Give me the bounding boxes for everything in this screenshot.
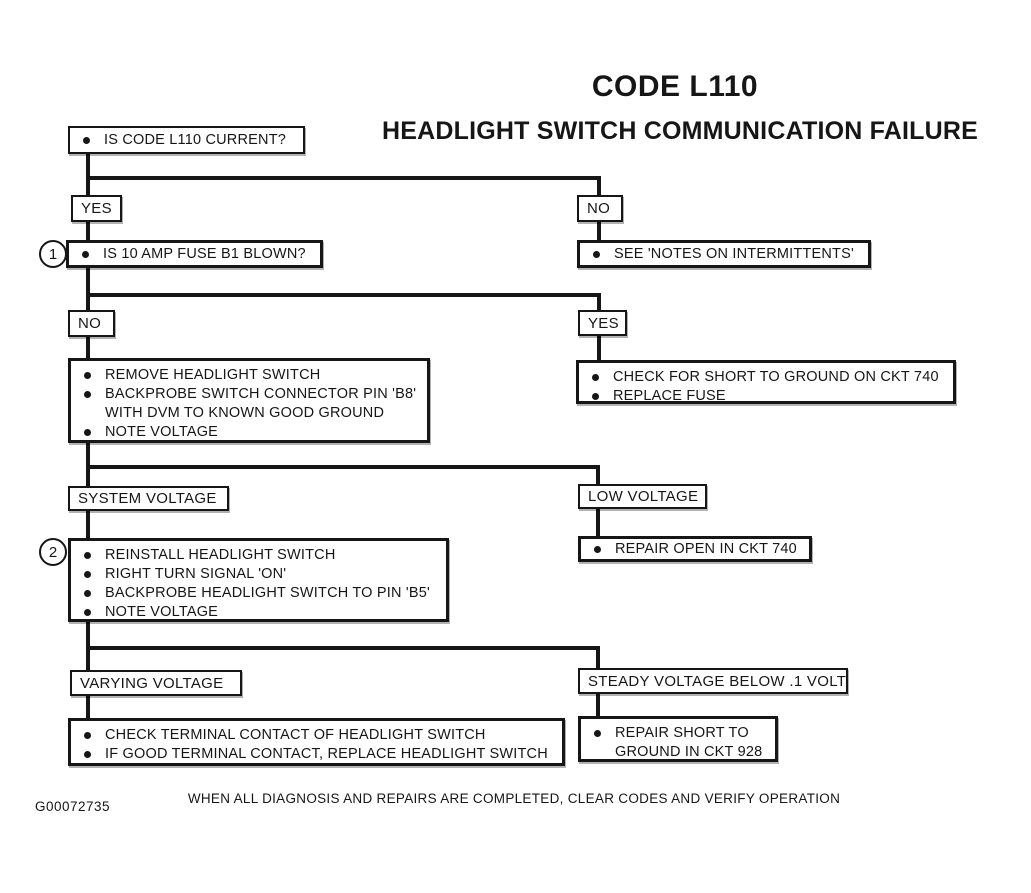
step-text: CHECK TERMINAL CONTACT OF HEADLIGHT SWIT… <box>105 727 486 743</box>
node-reinstall-switch: REINSTALL HEADLIGHT SWITCH RIGHT TURN SI… <box>68 538 449 622</box>
footer-note: WHEN ALL DIAGNOSIS AND REPAIRS ARE COMPL… <box>187 791 841 806</box>
step-marker-2: 2 <box>39 538 67 566</box>
bullet-icon <box>592 393 599 400</box>
bullet-icon <box>84 552 91 559</box>
connector-line <box>596 465 600 486</box>
connector-line <box>597 221 601 242</box>
step-marker-text: 1 <box>48 245 58 263</box>
branch-label-text: YES <box>81 200 112 217</box>
bullet-icon <box>82 250 89 258</box>
bullet-icon <box>84 429 91 436</box>
step-marker-1: 1 <box>39 240 67 268</box>
branch-label-no-1: NO <box>577 195 623 222</box>
bullet-icon <box>84 609 91 616</box>
bullet-icon <box>84 751 91 758</box>
step-text: REPAIR OPEN IN CKT 740 <box>615 540 797 557</box>
connector-line <box>86 221 90 242</box>
node-fuse-blown: IS 10 AMP FUSE B1 BLOWN? <box>66 240 323 268</box>
page-subtitle: HEADLIGHT SWITCH COMMUNICATION FAILURE <box>382 117 978 145</box>
connector-line <box>86 510 90 540</box>
result-label-varying-voltage: VARYING VOLTAGE <box>70 670 242 696</box>
connector-line <box>596 646 600 670</box>
connector-line <box>86 293 601 297</box>
node-see-notes: SEE 'NOTES ON INTERMITTENTS' <box>577 240 871 268</box>
figure-id: G00072735 <box>35 799 111 814</box>
connector-line <box>596 693 600 718</box>
step-text: NOTE VOLTAGE <box>105 424 219 440</box>
bullet-icon <box>84 372 91 379</box>
step-text: BACKPROBE HEADLIGHT SWITCH TO PIN 'B5' <box>105 585 430 601</box>
bullet-icon <box>84 732 91 739</box>
step-text: CHECK FOR SHORT TO GROUND ON CKT 740 <box>613 369 939 385</box>
step-text: REMOVE HEADLIGHT SWITCH <box>105 367 321 383</box>
result-label-text: SYSTEM VOLTAGE <box>78 490 217 507</box>
branch-label-yes-1: YES <box>71 195 122 222</box>
branch-label-no-2: NO <box>68 310 115 337</box>
connector-line <box>86 336 90 360</box>
step-text: REPAIR SHORT TO GROUND IN CKT 928 <box>615 725 763 760</box>
bullet-icon <box>84 571 91 578</box>
connector-line <box>597 293 601 312</box>
branch-label-text: NO <box>587 200 611 217</box>
connector-line <box>596 508 600 538</box>
connector-line <box>597 335 601 362</box>
result-label-text: STEADY VOLTAGE BELOW .1 VOLT <box>588 672 847 690</box>
bullet-icon <box>594 730 601 737</box>
step-text: NOTE VOLTAGE <box>105 604 219 620</box>
connector-line <box>597 176 601 197</box>
step-text: IS 10 AMP FUSE B1 BLOWN? <box>103 245 306 262</box>
step-text: IS CODE L110 CURRENT? <box>104 131 287 148</box>
result-label-steady-voltage: STEADY VOLTAGE BELOW .1 VOLT <box>578 668 848 694</box>
branch-label-yes-2: YES <box>578 310 627 336</box>
node-repair-short: REPAIR SHORT TO GROUND IN CKT 928 <box>578 716 778 762</box>
branch-label-text: NO <box>78 315 102 332</box>
step-text: REPLACE FUSE <box>613 388 726 404</box>
bullet-icon <box>84 590 91 597</box>
bullet-icon <box>84 391 91 398</box>
connector-line <box>86 695 90 720</box>
step-text: IF GOOD TERMINAL CONTACT, REPLACE HEADLI… <box>105 746 548 762</box>
step-marker-text: 2 <box>48 543 58 561</box>
bullet-icon <box>83 136 90 144</box>
node-is-code-current: IS CODE L110 CURRENT? <box>68 126 305 154</box>
page-title: CODE L110 <box>591 70 759 103</box>
connector-line <box>86 267 90 312</box>
bullet-icon <box>593 250 600 258</box>
bullet-icon <box>592 374 599 381</box>
step-text: BACKPROBE SWITCH CONNECTOR PIN 'B8' WITH… <box>105 386 417 421</box>
node-check-terminal: CHECK TERMINAL CONTACT OF HEADLIGHT SWIT… <box>68 718 565 766</box>
connector-line <box>86 176 601 180</box>
connector-line <box>86 646 600 650</box>
branch-label-text: YES <box>588 314 619 332</box>
result-label-text: LOW VOLTAGE <box>588 488 699 505</box>
node-repair-open: REPAIR OPEN IN CKT 740 <box>578 536 812 562</box>
result-label-low-voltage: LOW VOLTAGE <box>578 484 707 509</box>
result-label-system-voltage: SYSTEM VOLTAGE <box>68 486 229 511</box>
bullet-icon <box>594 545 601 553</box>
node-check-short: CHECK FOR SHORT TO GROUND ON CKT 740 REP… <box>576 360 956 404</box>
node-remove-switch: REMOVE HEADLIGHT SWITCH BACKPROBE SWITCH… <box>68 358 430 443</box>
connector-line <box>86 154 90 197</box>
step-text: REINSTALL HEADLIGHT SWITCH <box>105 547 336 563</box>
step-text: SEE 'NOTES ON INTERMITTENTS' <box>614 245 854 262</box>
connector-line <box>86 465 600 469</box>
step-text: RIGHT TURN SIGNAL 'ON' <box>105 566 287 582</box>
result-label-text: VARYING VOLTAGE <box>80 674 224 692</box>
